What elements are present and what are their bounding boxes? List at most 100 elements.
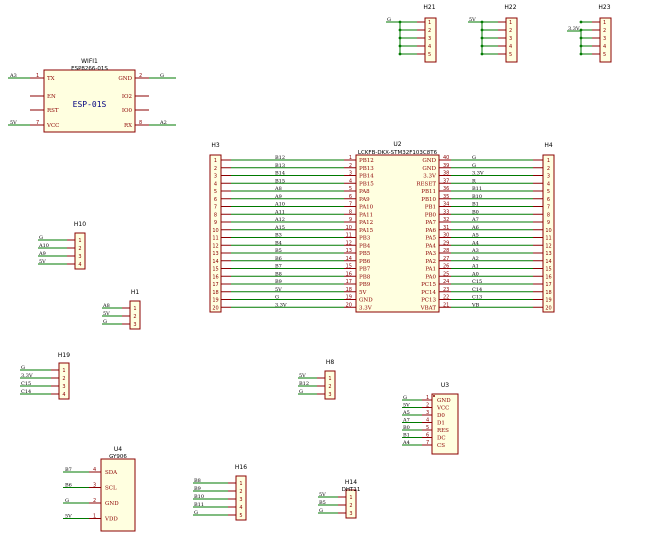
stm32-right-pin-number: 37 <box>443 178 449 184</box>
wifi-left-pin-number: 1 <box>36 73 39 79</box>
stm32-right-pin-name: PB0 <box>425 212 437 218</box>
stm32-right-pin-number: 25 <box>443 271 449 277</box>
h1-net-label: G <box>103 319 107 325</box>
stm32-left-net-label: B7 <box>275 264 282 270</box>
stm32-right-pin-number: 31 <box>443 225 449 231</box>
stm32-left-net-label: B8 <box>275 271 282 277</box>
wifi-sublabel: ESP-01S <box>73 100 107 109</box>
stm32-right-net-label: A0 <box>471 271 479 277</box>
stm32-right-pin-name: VBAT <box>420 305 437 311</box>
h3-pin-number: 14 <box>212 259 218 265</box>
stm32-right-pin-name: PA2 <box>425 259 436 265</box>
h3-pin-number: 3 <box>214 174 217 180</box>
h3-body <box>209 154 222 313</box>
h4-pin-number: 14 <box>545 259 551 265</box>
h21-pin-number: 4 <box>428 44 431 50</box>
u3-pin-number: 5 <box>426 425 429 431</box>
stm32-right-pin-number: 28 <box>443 248 449 254</box>
h3-ref-label: H3 <box>211 142 220 149</box>
wifi-left-pin-number: 7 <box>36 120 39 126</box>
h23-pin-number: 3 <box>603 36 606 42</box>
h3-pin-number: 9 <box>214 220 217 226</box>
h4-pin-number: 18 <box>545 290 551 296</box>
h16-net-label: B8 <box>194 478 201 484</box>
u3-pin-name: CS <box>437 443 445 449</box>
u3-net-label: A4 <box>402 440 410 446</box>
stm32-left-net-label: B9 <box>275 279 282 285</box>
wifi-ref-label: WIFI1 <box>81 58 98 65</box>
h10-net-label: A10 <box>38 243 49 249</box>
h21-pin-number: 1 <box>428 20 431 26</box>
h10-ref-label: H10 <box>74 221 86 228</box>
h19-pin-number: 2 <box>62 376 65 382</box>
h19-pin-number: 1 <box>62 368 65 374</box>
h23-pin-number: 4 <box>603 44 606 50</box>
stm32-right-pin-name: PA4 <box>425 243 436 249</box>
h21-net-label: G <box>387 17 391 23</box>
stm32-left-net-label: A9 <box>274 194 282 200</box>
h10-net-label: G <box>39 235 43 241</box>
stm32-left-net-label: B6 <box>275 256 282 262</box>
h14-net-label: G <box>319 508 323 514</box>
h4-body <box>542 154 555 313</box>
h3-pin-number: 7 <box>214 205 217 211</box>
stm32-right-pin-number: 39 <box>443 163 449 169</box>
stm32-right-net-label: A5 <box>471 233 479 239</box>
stm32-left-pin-number: 1 <box>349 155 352 161</box>
h23-junction <box>579 20 583 24</box>
h4-pin-number: 4 <box>547 181 550 187</box>
h4-pin-number: 19 <box>545 298 551 304</box>
wifi-value-label: ESP8266-01S <box>71 66 108 72</box>
stm32-right-pin-number: 22 <box>443 295 449 301</box>
h3-pin-number: 20 <box>212 305 218 311</box>
stm32-right-net-label: C15 <box>472 279 482 285</box>
u3-pin-number: 4 <box>426 418 429 424</box>
wifi-left-net-label: 5V <box>10 120 17 126</box>
h22-pin-number: 3 <box>509 36 512 42</box>
stm32-right-net-label: A2 <box>471 256 479 262</box>
u3-pin-name: DC <box>437 436 446 442</box>
h14-pin-number: 2 <box>349 503 352 509</box>
stm32-left-pin-name: PB14 <box>359 174 374 180</box>
h22-pin-number: 1 <box>509 20 512 26</box>
stm32-left-pin-number: 11 <box>346 233 352 239</box>
u4-ref-label: U4 <box>114 446 122 453</box>
stm32-right-pin-number: 38 <box>443 171 449 177</box>
stm32-left-pin-name: 5V <box>359 290 367 296</box>
wifi-left-pin-name: EN <box>47 94 56 100</box>
u4-net-label: B7 <box>65 467 72 473</box>
h1-net-label: 5V <box>103 311 110 317</box>
stm32-right-pin-name: PA0 <box>425 274 436 280</box>
wifi-right-pin-name: IO2 <box>122 94 132 100</box>
h14-pin-number: 1 <box>349 495 352 501</box>
stm32-left-net-label: A11 <box>274 209 285 215</box>
stm32-left-pin-number: 5 <box>349 186 352 192</box>
h8-net-label: G <box>299 389 303 395</box>
stm32-right-pin-number: 24 <box>443 279 449 285</box>
stm32-left-pin-number: 19 <box>346 295 352 301</box>
stm32-right-pin-number: 35 <box>443 194 449 200</box>
h16-net-label: G <box>194 510 198 516</box>
h22-net-label: 5V <box>469 17 476 23</box>
h19-pin-number: 4 <box>62 392 65 398</box>
stm32-right-pin-number: 27 <box>443 256 449 262</box>
stm32-left-net-label: B14 <box>275 171 285 177</box>
stm32-left-net-label: B12 <box>275 155 285 161</box>
stm32-left-pin-number: 7 <box>349 202 352 208</box>
stm32-right-net-label: R <box>472 178 476 184</box>
stm32-left-pin-number: 6 <box>349 194 352 200</box>
u3-pin-name: VCC <box>436 406 449 412</box>
stm32-right-pin-name: PC15 <box>421 282 436 288</box>
u3-pin-number: 3 <box>426 410 429 416</box>
wifi-right-pin-number: 2 <box>139 73 142 79</box>
stm32-left-pin-number: 2 <box>349 163 352 169</box>
stm32-left-pin-name: PB9 <box>359 282 371 288</box>
u3-net-label: A5 <box>402 410 410 416</box>
stm32-right-pin-name: 3.3V <box>423 174 437 180</box>
h3-pin-number: 11 <box>212 236 218 242</box>
stm32-right-pin-name: RESET <box>416 181 436 187</box>
u3-ref-label: U3 <box>441 382 449 389</box>
